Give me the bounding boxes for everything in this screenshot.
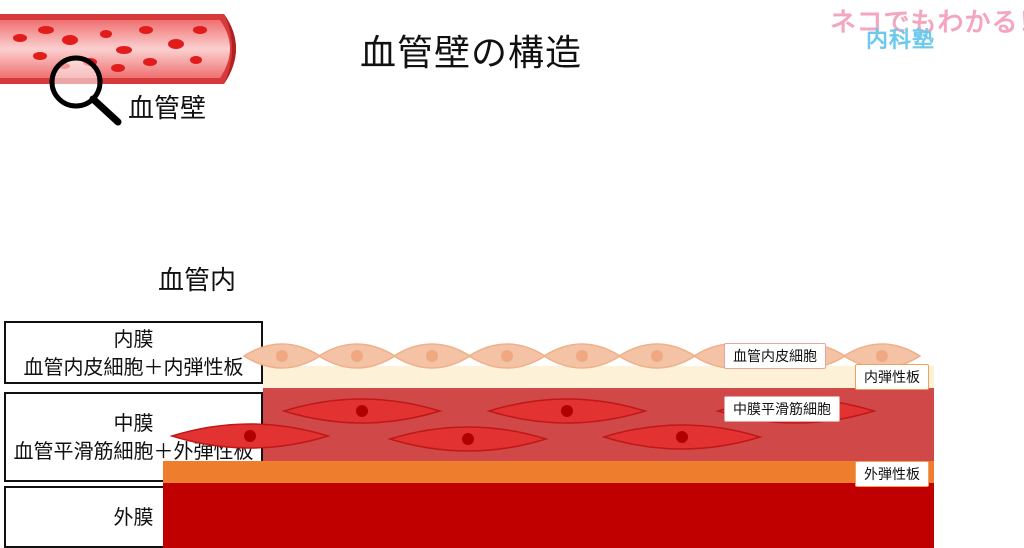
- external-elastic-lamina-layer: [163, 461, 934, 483]
- endothelial-nucleus: [876, 350, 888, 362]
- magnifier-icon: [49, 55, 122, 126]
- endothelial-cell-tag: 血管内皮細胞: [724, 343, 826, 369]
- external-elastic-lamina-tag: 外弾性板: [855, 461, 929, 487]
- intima-box: 内膜 血管内皮細胞＋内弾性板: [4, 321, 263, 384]
- blood-vessel-illustration: [0, 14, 236, 126]
- internal-elastic-lamina-layer: [263, 366, 934, 388]
- intima-detail: 血管内皮細胞＋内弾性板: [23, 354, 244, 379]
- brand-logo: ネコでもわかる！ 内科塾: [830, 2, 1024, 53]
- smooth-muscle-cells: [169, 398, 877, 452]
- media-name: 中膜: [113, 411, 154, 435]
- smooth-muscle-nucleus: [462, 433, 474, 445]
- adventitia-layer: [163, 483, 934, 548]
- intima-name: 内膜: [113, 326, 154, 351]
- smooth-muscle-nucleus: [676, 431, 688, 443]
- page-title: 血管壁の構造: [360, 33, 583, 74]
- endothelial-nucleus: [276, 350, 288, 362]
- brand-line2: 内科塾: [866, 28, 936, 53]
- endothelial-nucleus: [501, 350, 513, 362]
- smooth-muscle-nucleus: [356, 405, 368, 417]
- endothelial-nucleus: [576, 350, 588, 362]
- adventitia-name: 外膜: [113, 505, 154, 529]
- brand-line1: ネコでもわかる！: [830, 8, 1024, 38]
- endothelial-nucleus: [426, 350, 438, 362]
- vessel-wall-label: 血管壁: [128, 94, 207, 124]
- lumen-label: 血管内: [158, 266, 237, 296]
- smooth-muscle-nucleus: [561, 405, 573, 417]
- endothelial-nucleus: [651, 350, 663, 362]
- smooth-muscle-nucleus: [244, 430, 256, 442]
- internal-elastic-lamina-tag: 内弾性板: [855, 364, 929, 390]
- smooth-muscle-cell-tag: 中膜平滑筋細胞: [724, 396, 840, 422]
- endothelial-nucleus: [351, 350, 363, 362]
